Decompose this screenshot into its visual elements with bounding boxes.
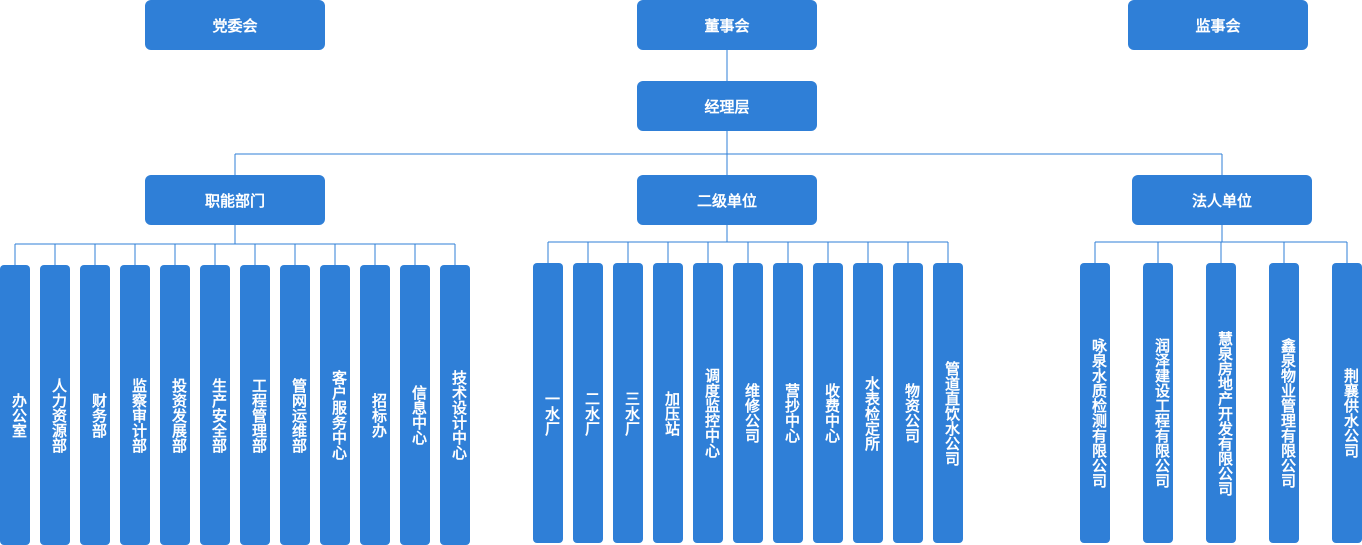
legal-item: 慧泉房地产开发有限公司 (1206, 263, 1236, 543)
functional-item: 客户服务中心 (320, 265, 350, 545)
functional-item: 信息中心 (400, 265, 430, 545)
functional-item: 监察审计部 (120, 265, 150, 545)
secondary-item: 收费中心 (813, 263, 843, 543)
legal-item: 鑫泉物业管理有限公司 (1269, 263, 1299, 543)
secondary-item: 三水厂 (613, 263, 643, 543)
secondary-units-box: 二级单位 (637, 175, 817, 225)
secondary-item: 物资公司 (893, 263, 923, 543)
secondary-item: 一水厂 (533, 263, 563, 543)
legal-item: 咏泉水质检测有限公司 (1080, 263, 1110, 543)
board-box: 董事会 (637, 0, 817, 50)
secondary-item: 管道直饮水公司 (933, 263, 963, 543)
legal-item: 润泽建设工程有限公司 (1143, 263, 1173, 543)
legal-units-box: 法人单位 (1132, 175, 1312, 225)
secondary-item: 水表检定所 (853, 263, 883, 543)
secondary-item: 二水厂 (573, 263, 603, 543)
functional-item: 招标办 (360, 265, 390, 545)
management-box: 经理层 (637, 81, 817, 131)
functional-item: 生产安全部 (200, 265, 230, 545)
functional-item: 人力资源部 (40, 265, 70, 545)
supervisors-box: 监事会 (1128, 0, 1308, 50)
secondary-item: 加压站 (653, 263, 683, 543)
functional-item: 投资发展部 (160, 265, 190, 545)
party-committee-box: 党委会 (145, 0, 325, 50)
secondary-item: 调度监控中心 (693, 263, 723, 543)
functional-item: 技术设计中心 (440, 265, 470, 545)
legal-item: 荆襄供水公司 (1332, 263, 1362, 543)
secondary-item: 营抄中心 (773, 263, 803, 543)
functional-item: 管网运维部 (280, 265, 310, 545)
secondary-item: 维修公司 (733, 263, 763, 543)
functional-dept-box: 职能部门 (145, 175, 325, 225)
functional-item: 财务部 (80, 265, 110, 545)
functional-item: 办公室 (0, 265, 30, 545)
functional-item: 工程管理部 (240, 265, 270, 545)
